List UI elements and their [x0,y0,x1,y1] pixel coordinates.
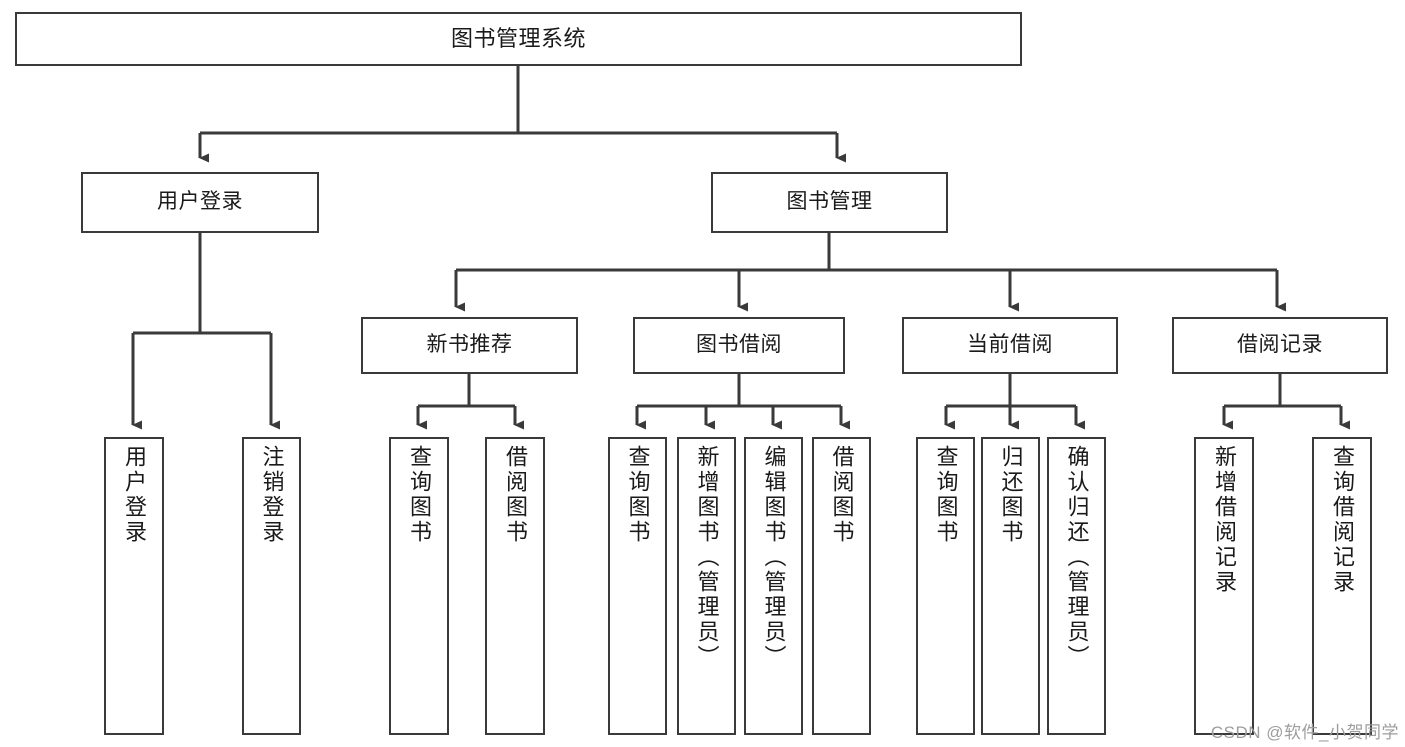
leaf-query-borrow-record[interactable]: 查询借阅记录 [1312,437,1372,735]
node-label: 新增图书（管理员） [694,445,720,670]
node-label: 注销登录 [259,445,285,545]
node-label: 用户登录 [122,445,147,545]
leaf-query-book-current[interactable]: 查询图书 [916,437,975,735]
node-book-management[interactable]: 图书管理 [711,172,948,233]
leaf-add-book-admin[interactable]: 新增图书（管理员） [677,437,736,735]
leaf-confirm-return-admin[interactable]: 确认归还（管理员） [1047,437,1106,735]
leaf-logout-login[interactable]: 注销登录 [242,437,301,735]
node-label: 借阅图书 [503,445,528,545]
node-label: 查询借阅记录 [1330,445,1355,595]
node-label: 借阅记录 [1237,333,1323,357]
leaf-add-borrow-record[interactable]: 新增借阅记录 [1194,437,1254,735]
node-label: 图书借阅 [696,333,782,357]
node-label: 用户登录 [157,190,243,214]
node-new-book-recommend[interactable]: 新书推荐 [361,317,578,374]
node-label: 新书推荐 [426,333,513,357]
node-current-borrow[interactable]: 当前借阅 [902,317,1118,374]
node-label: 查询图书 [625,445,651,545]
leaf-borrow-book-recommend[interactable]: 借阅图书 [485,437,545,735]
watermark: CSDN @软件_小贺同学 [1210,723,1399,742]
node-book-borrow[interactable]: 图书借阅 [633,317,845,374]
leaf-query-book-recommend[interactable]: 查询图书 [389,437,449,735]
leaf-edit-book-admin[interactable]: 编辑图书（管理员） [744,437,803,735]
node-label: 查询图书 [407,445,432,545]
node-label: 图书管理 [786,190,873,214]
node-label: 编辑图书（管理员） [761,445,787,670]
node-label: 新增借阅记录 [1212,445,1237,595]
node-label: 当前借阅 [967,333,1053,357]
node-label: 借阅图书 [829,445,855,545]
node-label: 图书管理系统 [450,26,586,52]
leaf-borrow-book[interactable]: 借阅图书 [812,437,871,735]
node-root-book-management-system[interactable]: 图书管理系统 [15,12,1022,66]
node-label: 归还图书 [998,445,1024,545]
leaf-return-book[interactable]: 归还图书 [981,437,1040,735]
leaf-query-book-borrow[interactable]: 查询图书 [608,437,667,735]
node-label: 查询图书 [933,445,959,545]
node-label: 确认归还（管理员） [1064,445,1090,670]
node-user-login[interactable]: 用户登录 [81,172,319,233]
leaf-user-login[interactable]: 用户登录 [104,437,164,735]
node-borrow-record[interactable]: 借阅记录 [1172,317,1388,374]
